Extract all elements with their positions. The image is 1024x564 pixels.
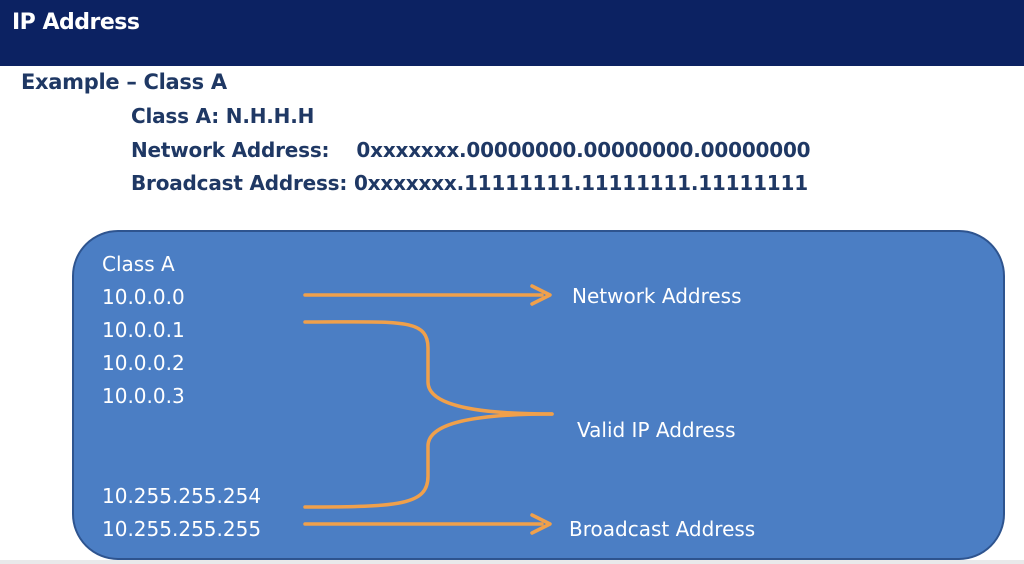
example-heading: Example – Class A	[21, 70, 227, 94]
valid-ip-address-label: Valid IP Address	[577, 418, 736, 442]
network-address-label: Network Address	[572, 284, 742, 308]
address-item: 10.255.255.255	[102, 517, 262, 541]
broadcast-address-label: Broadcast Address	[569, 517, 756, 541]
network-address-line: Network Address: 0xxxxxxx.00000000.00000…	[131, 138, 811, 162]
broadcast-address-line: Broadcast Address: 0xxxxxxx.11111111.111…	[131, 171, 808, 195]
address-item: 10.255.255.254	[102, 484, 262, 508]
class-a-panel	[72, 230, 1005, 560]
class-format-line: Class A: N.H.H.H	[131, 104, 315, 128]
address-item: 10.0.0.0	[102, 285, 185, 309]
panel-title: Class A	[102, 252, 175, 276]
bottom-divider	[0, 560, 1024, 564]
slide-title: IP Address	[12, 10, 140, 35]
address-item: 10.0.0.2	[102, 351, 185, 375]
address-item: 10.0.0.3	[102, 384, 185, 408]
address-item: 10.0.0.1	[102, 318, 185, 342]
header-bar: IP Address	[0, 0, 1024, 66]
